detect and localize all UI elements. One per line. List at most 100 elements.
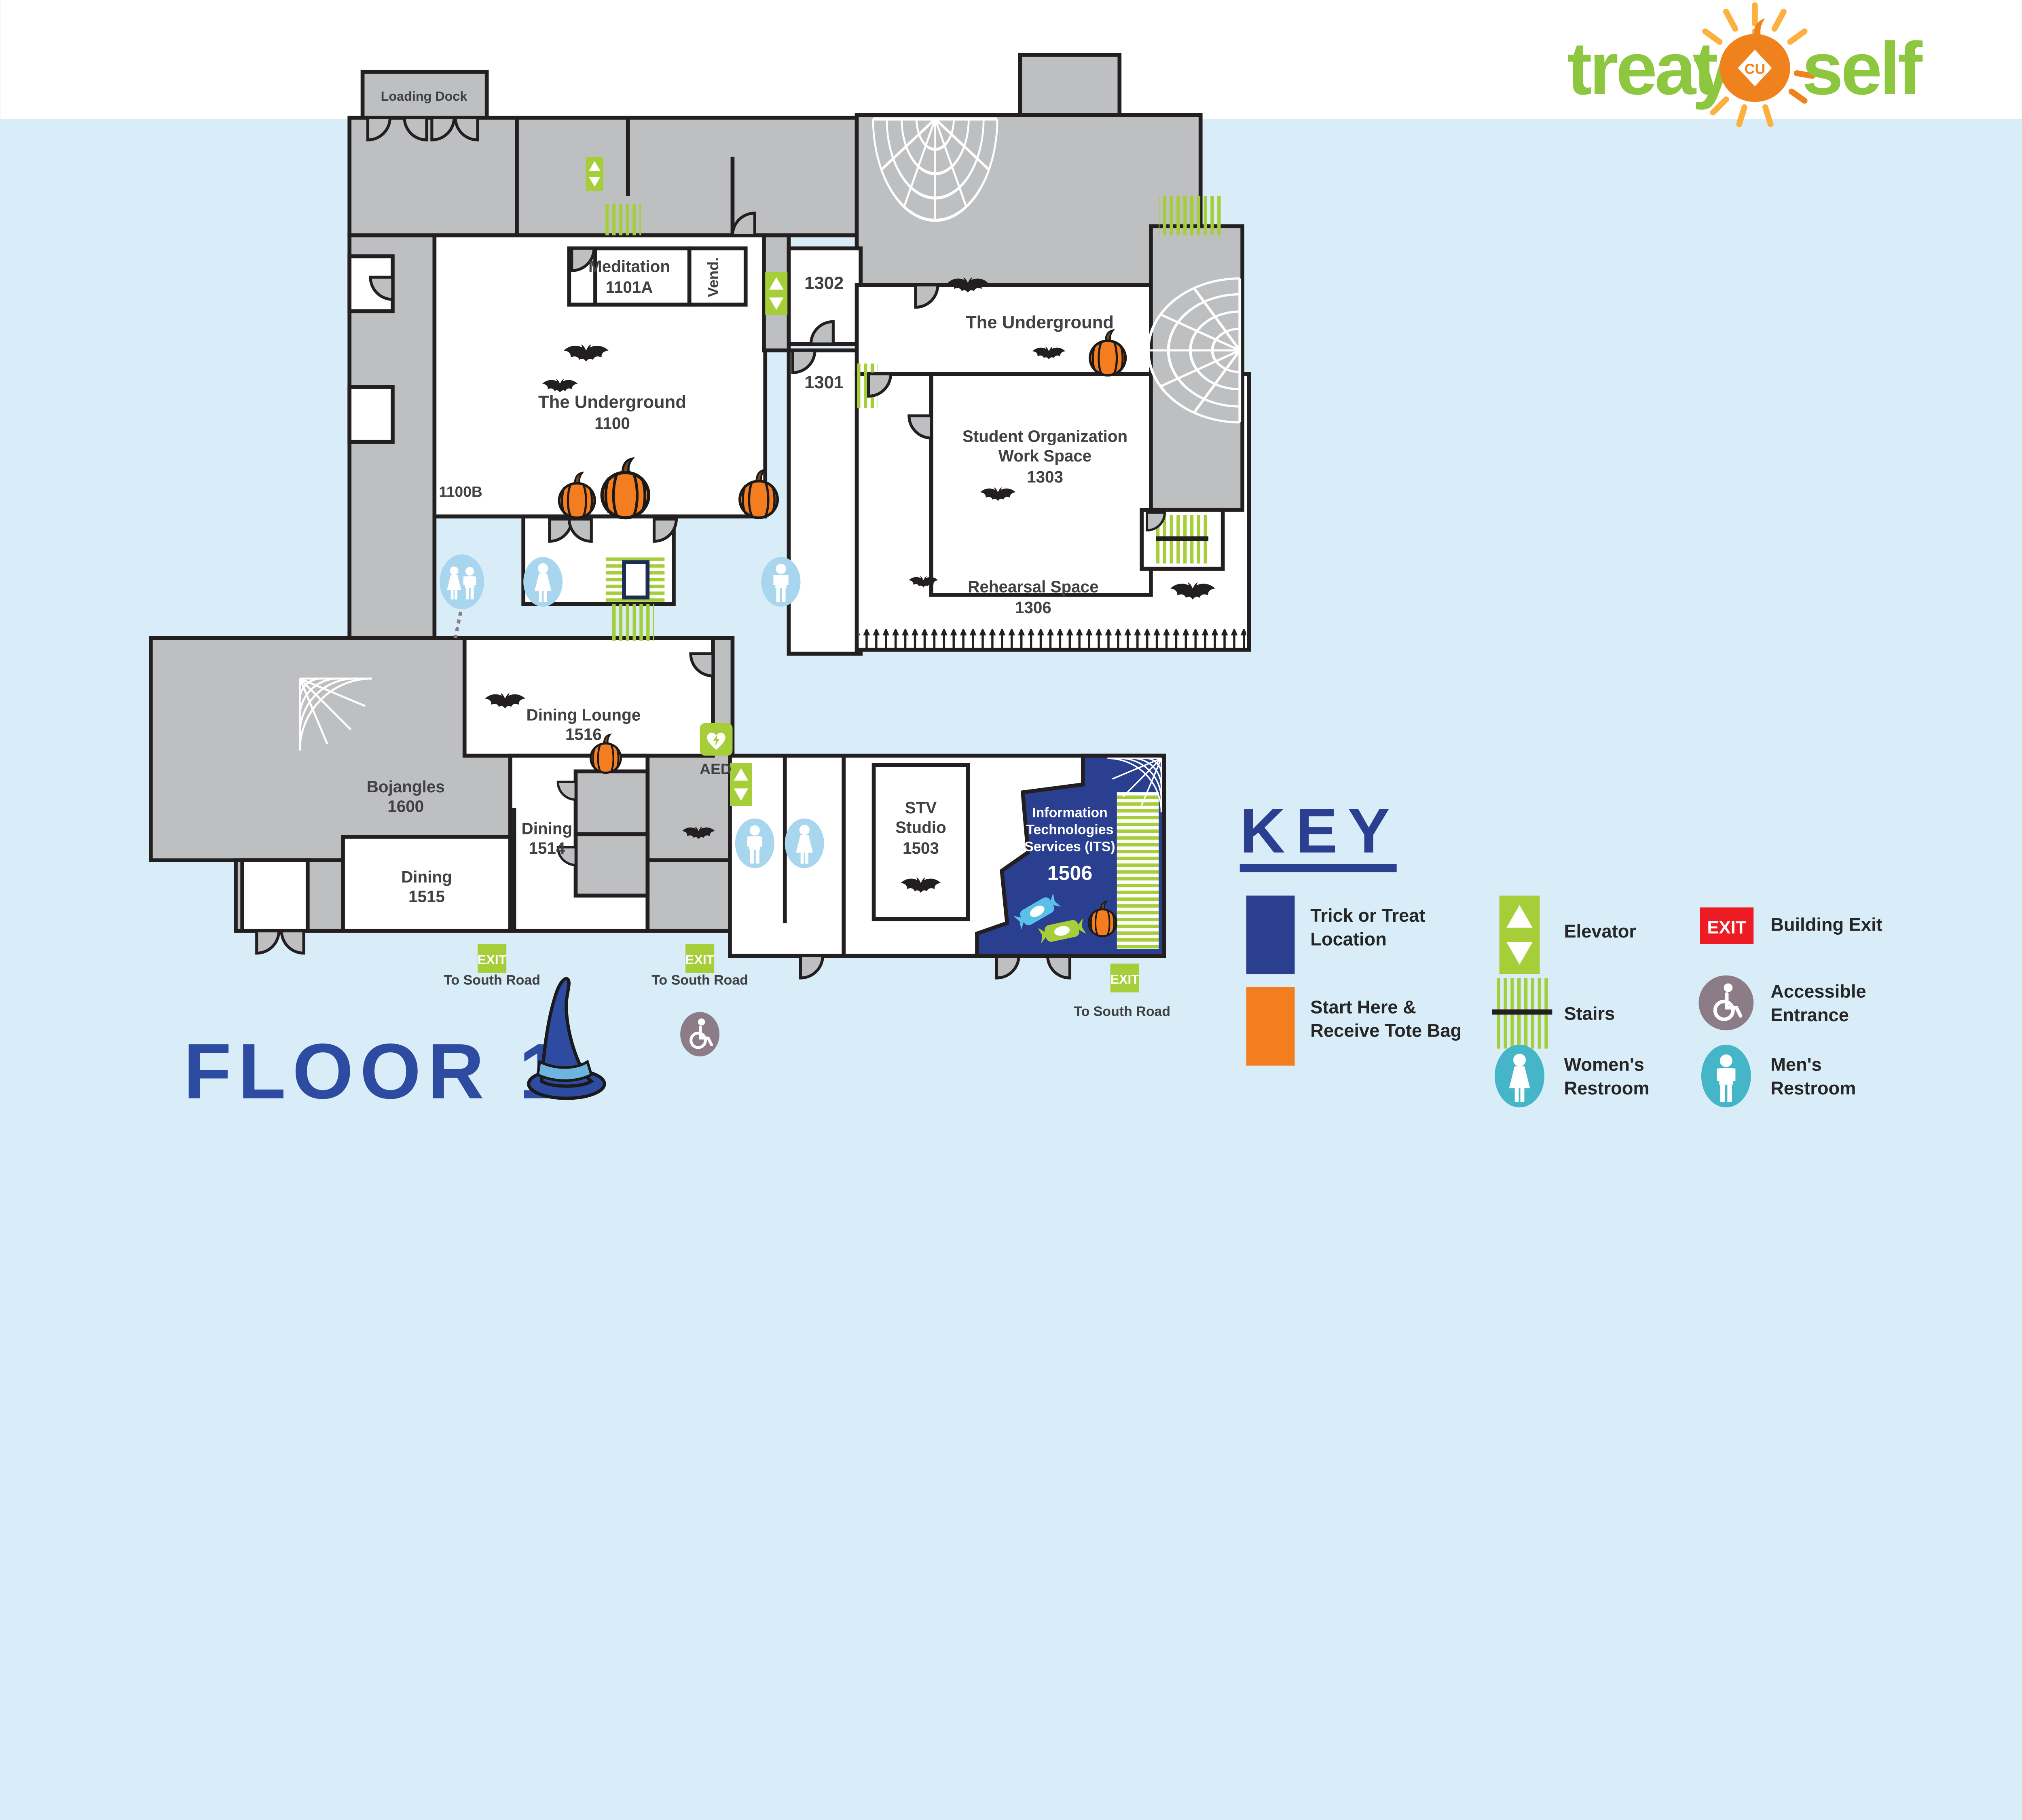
legend-label: Entrance bbox=[1770, 1005, 1849, 1025]
witch-hat-icon bbox=[527, 977, 606, 1100]
unisex-restroom-icon bbox=[440, 554, 484, 639]
top-white-band bbox=[0, 0, 2022, 119]
legend-label: Trick or Treat bbox=[1310, 905, 1425, 926]
label-dining-1514: Dining bbox=[522, 819, 573, 838]
label-stv-number: 1503 bbox=[903, 839, 939, 857]
mens-restroom-icon bbox=[1701, 1044, 1751, 1108]
legend-title: KEY bbox=[1240, 796, 1400, 866]
label-its-3: Services (ITS) bbox=[1024, 839, 1115, 855]
label-loading-dock: Loading Dock bbox=[381, 89, 467, 104]
room-vending bbox=[687, 246, 748, 307]
legend-label: Restroom bbox=[1770, 1078, 1856, 1098]
label-its-number: 1506 bbox=[1047, 862, 1092, 885]
floor-label: FLOOR 1 bbox=[184, 1028, 569, 1115]
stairs-icon bbox=[1159, 196, 1222, 235]
room-1301 bbox=[787, 348, 863, 656]
legend-label: Start Here & bbox=[1310, 997, 1416, 1017]
halloween-floor-map: AED EXIT To South Road EXIT To South Roa… bbox=[0, 0, 2022, 1115]
aed-icon bbox=[700, 723, 733, 756]
floor-title: FLOOR 1 bbox=[184, 977, 606, 1115]
label-meditation: Meditation bbox=[588, 257, 670, 275]
its-stairs bbox=[1117, 792, 1159, 949]
elevator-icon bbox=[1499, 895, 1540, 974]
logo-word-3: self bbox=[1802, 27, 1923, 110]
svg-text:EXIT: EXIT bbox=[478, 952, 507, 967]
corner-room bbox=[240, 858, 310, 933]
svg-text:EXIT: EXIT bbox=[1110, 972, 1139, 987]
stairs-icon bbox=[1492, 978, 1552, 1049]
stairs-icon bbox=[602, 204, 641, 235]
room-dining-1515 bbox=[341, 835, 512, 933]
womens-restroom-icon bbox=[523, 557, 563, 607]
legend-label: Location bbox=[1310, 929, 1387, 949]
svg-text:EXIT: EXIT bbox=[1707, 918, 1746, 938]
exit-destination: To South Road bbox=[651, 972, 748, 988]
elevator-icon bbox=[765, 272, 788, 315]
legend-label: Receive Tote Bag bbox=[1310, 1020, 1462, 1041]
label-dining-lounge: Dining Lounge bbox=[527, 705, 641, 724]
floor-plan: AED EXIT To South Road EXIT To South Roa… bbox=[148, 53, 1251, 1057]
roof-bump bbox=[1018, 53, 1122, 120]
label-underground: The Underground bbox=[538, 392, 686, 412]
room-stv-studio bbox=[871, 763, 970, 921]
label-dining-1515: Dining bbox=[401, 868, 452, 886]
label-bojangles: Bojangles bbox=[367, 777, 445, 796]
right-stairwell bbox=[1156, 515, 1209, 564]
label-1301: 1301 bbox=[804, 372, 844, 392]
dining-alcove-2 bbox=[573, 832, 650, 898]
label-dining-1514-number: 1514 bbox=[529, 839, 565, 857]
pumpkin-o-icon: CU bbox=[1720, 18, 1790, 102]
mens-restroom-icon bbox=[761, 557, 801, 607]
central-stairwell bbox=[605, 555, 665, 641]
elevator-icon bbox=[586, 157, 604, 191]
womens-restroom-icon bbox=[1495, 1044, 1544, 1108]
label-underground-right: The Underground bbox=[966, 312, 1114, 332]
top-band-right bbox=[854, 113, 1203, 287]
legend: KEY Trick or Treat Location Start Here &… bbox=[1239, 796, 1882, 1108]
legend-title-underline bbox=[1239, 864, 1397, 872]
legend-label: Elevator bbox=[1564, 921, 1636, 942]
legend-label: Women's bbox=[1564, 1054, 1644, 1075]
exit-destination: To South Road bbox=[1074, 1004, 1170, 1019]
label-dining-lounge-number: 1516 bbox=[565, 725, 602, 744]
legend-label: Stairs bbox=[1564, 1003, 1615, 1024]
picket-fence bbox=[859, 629, 1246, 650]
trick-or-treat-swatch bbox=[1246, 895, 1295, 974]
floor-map-canvas: AED EXIT To South Road EXIT To South Roa… bbox=[0, 0, 2022, 1115]
legend-label: Restroom bbox=[1564, 1078, 1649, 1098]
logo-word-1: treat bbox=[1567, 27, 1717, 110]
building-exit-sign: EXIT bbox=[478, 944, 507, 973]
mens-restroom-icon bbox=[735, 818, 774, 868]
label-underground-number: 1100 bbox=[594, 414, 630, 432]
logo-monogram: CU bbox=[1745, 61, 1765, 77]
label-stv-1: STV bbox=[905, 798, 937, 817]
label-1302: 1302 bbox=[804, 273, 844, 293]
label-student-org-number: 1303 bbox=[1027, 468, 1063, 486]
sun-rays bbox=[1702, 2, 1815, 127]
label-student-org-1: Student Organization bbox=[962, 427, 1127, 446]
label-stv-2: Studio bbox=[895, 818, 946, 836]
label-1100b: 1100B bbox=[439, 483, 482, 500]
legend-label: Men's bbox=[1770, 1054, 1821, 1075]
accessible-entrance-icon bbox=[680, 1012, 720, 1057]
building-exit-sign: EXIT bbox=[685, 944, 715, 973]
accessible-entrance-icon bbox=[1698, 975, 1754, 1031]
label-dining-1515-number: 1515 bbox=[408, 887, 445, 906]
label-bojangles-number: 1600 bbox=[387, 797, 424, 816]
label-vending: Vend. bbox=[704, 257, 721, 297]
label-rehearsal: Rehearsal Space bbox=[968, 577, 1098, 596]
left-small-room-2 bbox=[347, 385, 395, 444]
svg-text:EXIT: EXIT bbox=[685, 952, 715, 967]
legend-label: Accessible bbox=[1770, 981, 1866, 1002]
building-exit-sign: EXIT bbox=[1110, 963, 1139, 993]
event-logo: treat y CU self bbox=[1567, 2, 1925, 127]
aed-label: AED bbox=[700, 760, 731, 777]
interior-walls bbox=[512, 117, 846, 956]
label-its-1: Information bbox=[1032, 805, 1108, 820]
label-rehearsal-number: 1306 bbox=[1015, 598, 1051, 617]
building-exit-icon: EXIT bbox=[1700, 907, 1754, 944]
label-meditation-number: 1101A bbox=[606, 278, 653, 296]
label-its-2: Technologies bbox=[1026, 822, 1113, 838]
elevator-icon bbox=[730, 763, 752, 806]
dining-alcove-1 bbox=[573, 769, 650, 836]
